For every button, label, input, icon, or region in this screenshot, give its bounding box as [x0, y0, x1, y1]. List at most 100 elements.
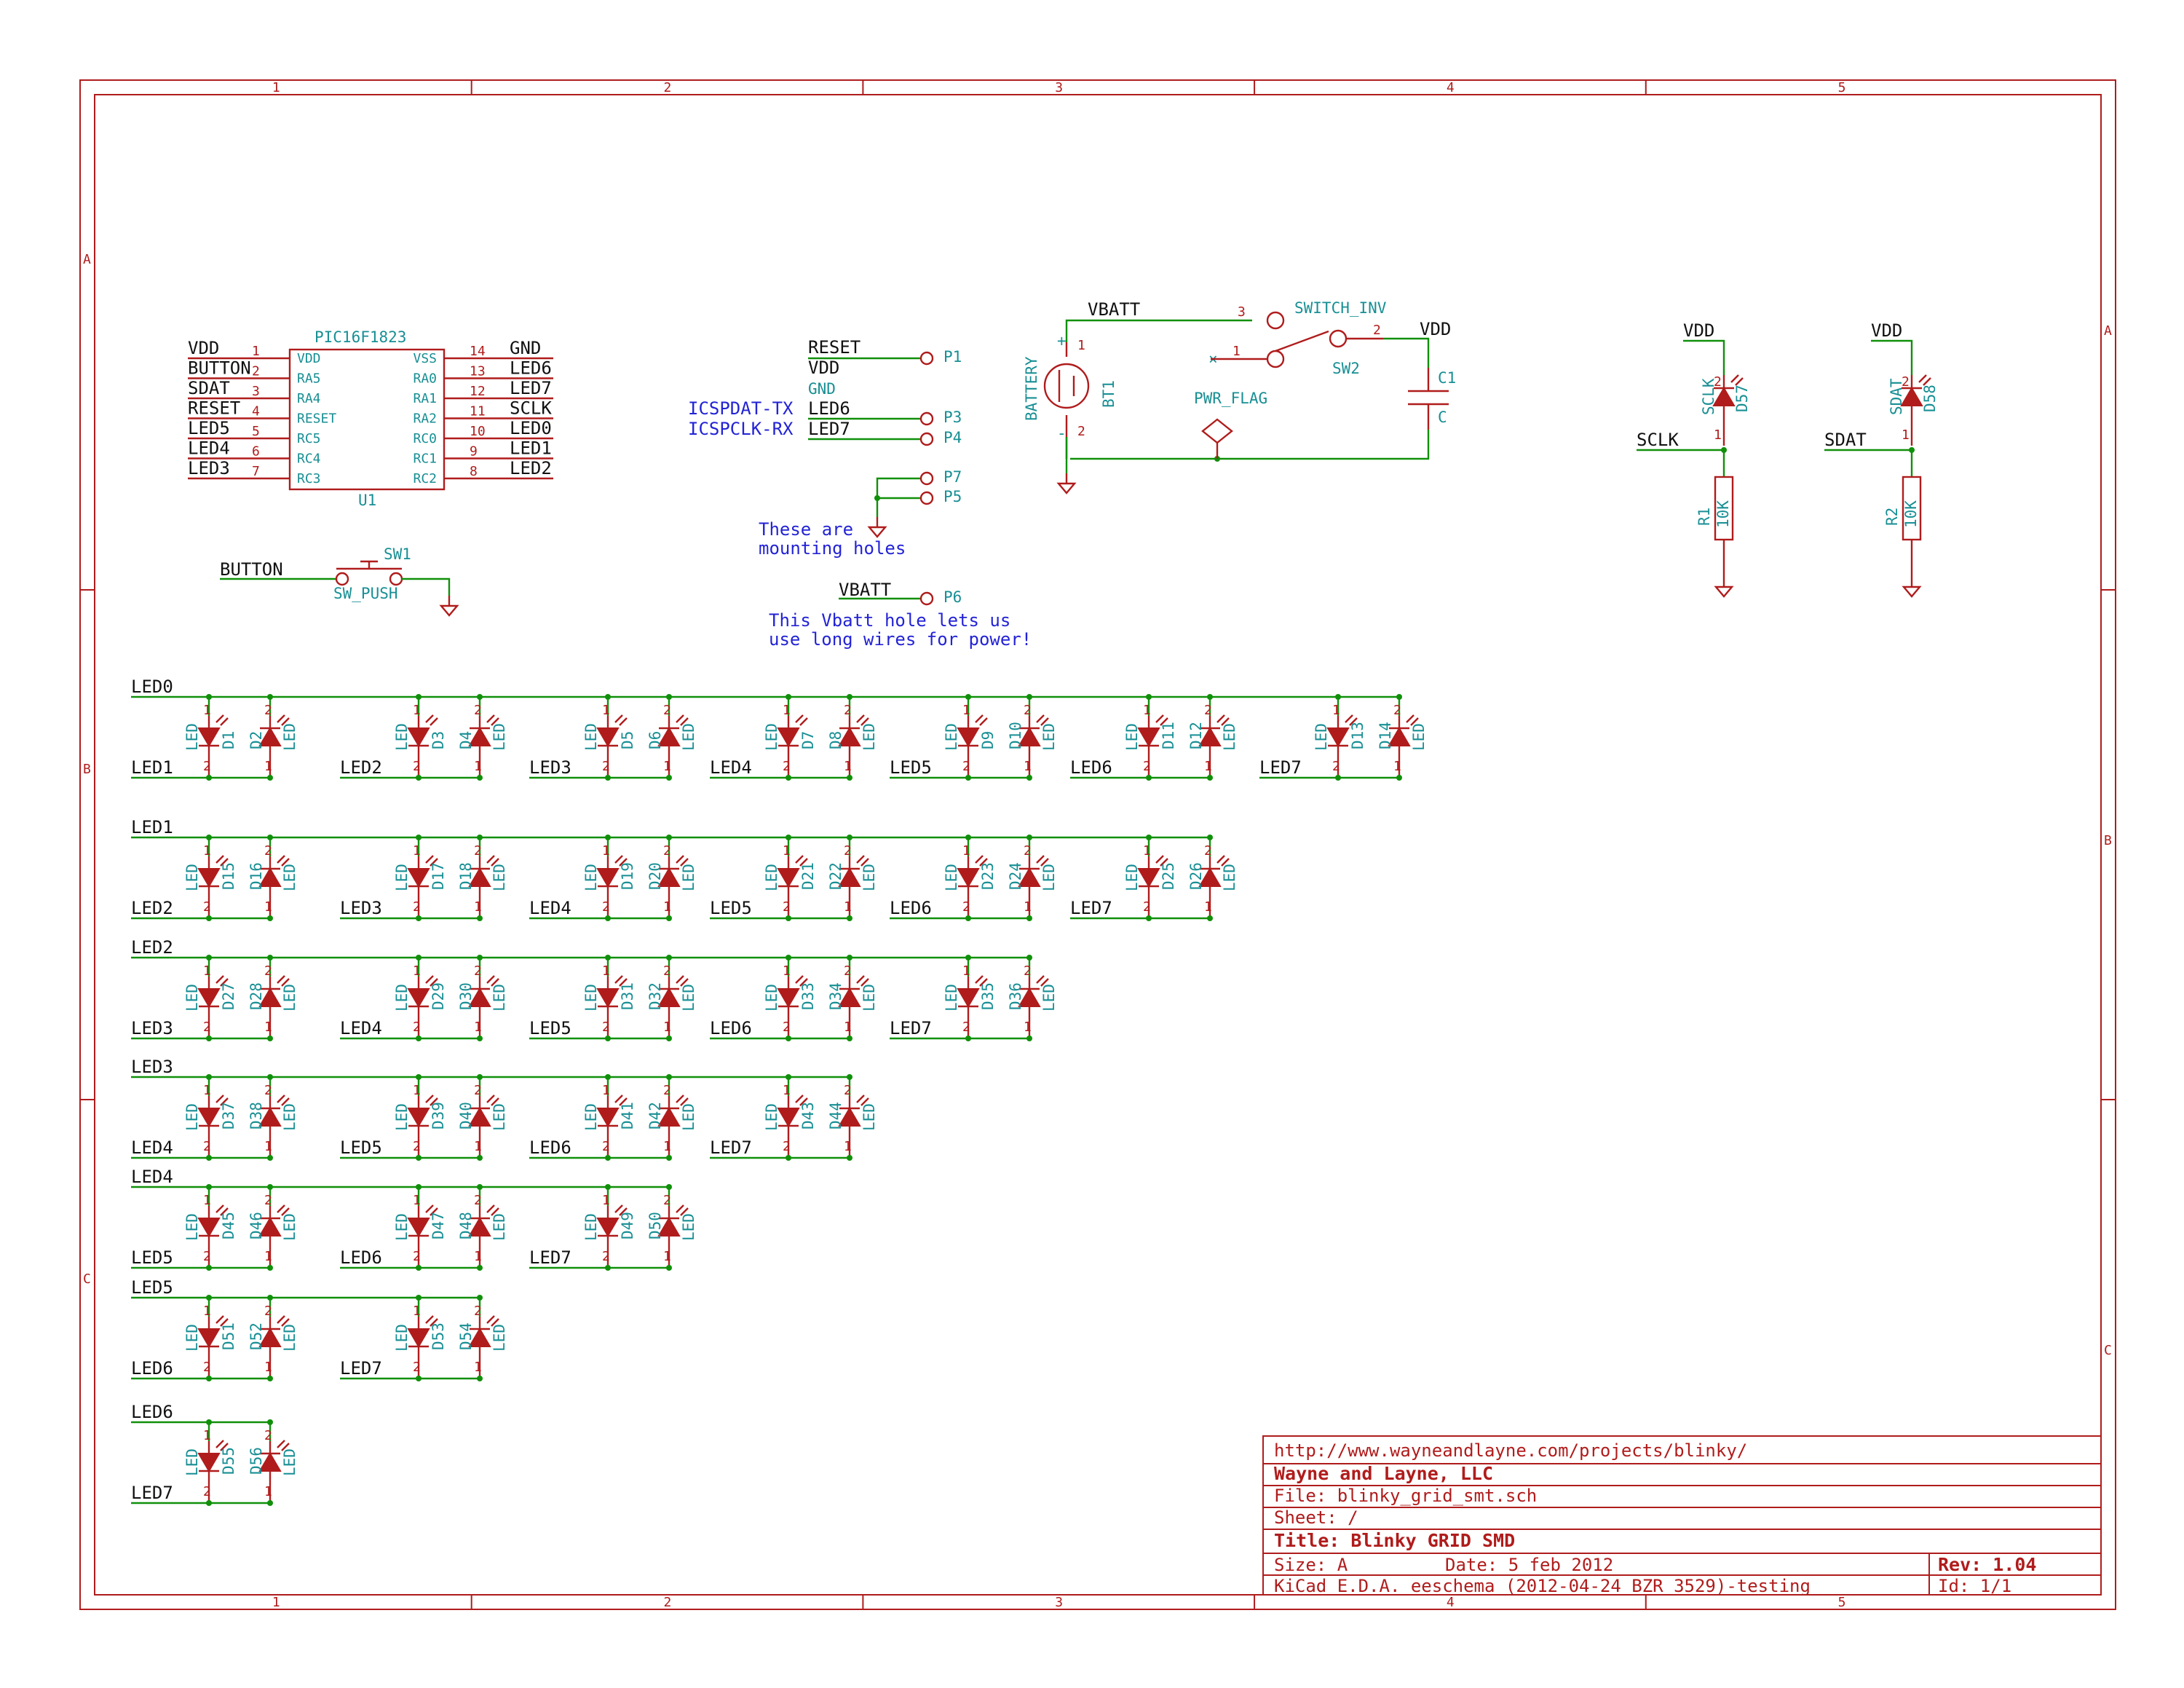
mcu-left-pin-name-3: RESET — [297, 411, 336, 427]
led-pin1-top-D23: 1 — [962, 843, 970, 859]
led-pin2-bot-D39: 2 — [413, 1139, 421, 1154]
led-value-D14: LED — [1410, 723, 1428, 751]
led-pin1-top-D53: 1 — [413, 1304, 421, 1319]
icspdat-tx-label: ICSPDAT-TX — [688, 398, 794, 419]
led-ref-D10: D10 — [1007, 722, 1024, 749]
led-bottom-net-6-0: LED7 — [131, 1483, 173, 1503]
led-ref-D15: D15 — [220, 862, 237, 890]
led-bottom-net-1-0: LED2 — [131, 898, 173, 918]
led-pin1-top-D29: 1 — [413, 963, 421, 979]
led-value-D35: LED — [943, 984, 960, 1011]
status-res-value-0: 10K — [1714, 500, 1732, 528]
mcu-right-pin-name-0: VSS — [413, 351, 437, 366]
mcu-left-pin-name-1: RA5 — [297, 371, 321, 387]
status-vdd-label-1: VDD — [1871, 320, 1902, 341]
frame-col-bottom-5: 5 — [1838, 1595, 1846, 1610]
led-value-D39: LED — [393, 1103, 411, 1131]
title-block-rev: Rev: 1.04 — [1938, 1554, 2036, 1575]
led-value-D1: LED — [183, 723, 201, 751]
p5-ref: P5 — [943, 488, 962, 505]
led-bottom-net-1-3: LED5 — [710, 898, 752, 918]
mcu-right-net-4: LED0 — [510, 418, 552, 438]
led-value-D52: LED — [281, 1324, 298, 1352]
led-value-D48: LED — [491, 1213, 508, 1241]
mcu-right-pin-name-6: RC2 — [413, 471, 437, 486]
led-pin1-top-D15: 1 — [203, 843, 211, 859]
led-ref-D27: D27 — [220, 982, 237, 1010]
frame-row-left-B: B — [83, 762, 91, 777]
mcu-left-pin-num-3: 4 — [252, 404, 260, 419]
title-block: http://www.wayneandlayne.com/projects/bl… — [1262, 1435, 2102, 1596]
bt1-pin2: 2 — [1077, 424, 1085, 439]
mcu-right-pin-num-0: 14 — [470, 344, 486, 359]
led-bottom-net-4-0: LED5 — [131, 1247, 173, 1268]
led-bottom-net-4-2: LED7 — [529, 1247, 571, 1268]
status-res-ref-1: R2 — [1883, 508, 1901, 526]
tx-net-label: LED6 — [808, 398, 850, 419]
frame-col-top-5: 5 — [1838, 80, 1846, 95]
led-row-top-net-2: LED2 — [131, 937, 173, 958]
frame-row-right-B: B — [2104, 833, 2112, 848]
mcu-left-net-4: LED5 — [188, 418, 230, 438]
led-pin1-top-D37: 1 — [203, 1083, 211, 1098]
led-bottom-net-5-0: LED6 — [131, 1358, 173, 1379]
led-ref-D2: D2 — [248, 731, 265, 749]
mcu-left-pin-num-2: 3 — [252, 384, 260, 399]
led-value-D27: LED — [183, 984, 201, 1011]
led-pin2-top-D8: 2 — [844, 703, 852, 718]
p1-ref: P1 — [943, 348, 962, 366]
led-ref-D3: D3 — [430, 731, 447, 749]
led-row-top-net-4: LED4 — [131, 1167, 173, 1187]
led-ref-D24: D24 — [1007, 862, 1024, 890]
led-ref-D32: D32 — [646, 982, 664, 1010]
vdd-out-label: VDD — [1420, 319, 1451, 339]
led-value-D2: LED — [281, 723, 298, 751]
led-ref-D51: D51 — [220, 1322, 237, 1350]
led-pin2-top-D4: 2 — [474, 703, 482, 718]
frame-row-right-A: A — [2104, 323, 2112, 339]
led-ref-D40: D40 — [457, 1102, 475, 1129]
frame-col-top-4: 4 — [1447, 80, 1455, 95]
led-pin1-bot-D44: 1 — [844, 1139, 852, 1154]
led-ref-D55: D55 — [220, 1447, 237, 1475]
mcu-left-pin-num-5: 6 — [252, 444, 260, 460]
frame-col-bottom-2: 2 — [664, 1595, 672, 1610]
led-pin2-bot-D17: 2 — [413, 899, 421, 915]
led-value-D51: LED — [183, 1324, 201, 1352]
sw2-pin2: 2 — [1373, 323, 1381, 338]
led-pin2-top-D50: 2 — [663, 1193, 671, 1208]
led-ref-D28: D28 — [248, 982, 265, 1010]
led-bottom-net-0-1: LED2 — [340, 757, 382, 778]
led-ref-D23: D23 — [979, 862, 997, 890]
led-ref-D21: D21 — [799, 862, 817, 890]
led-pin1-top-D21: 1 — [783, 843, 791, 859]
led-ref-D38: D38 — [248, 1102, 265, 1129]
led-pin2-top-D28: 2 — [264, 963, 272, 979]
led-value-D54: LED — [491, 1324, 508, 1352]
led-pin1-top-D55: 1 — [203, 1428, 211, 1443]
led-ref-D20: D20 — [646, 862, 664, 890]
rx-net-label: LED7 — [808, 419, 850, 439]
title-block-date: Date: 5 feb 2012 — [1445, 1555, 1613, 1575]
led-bottom-net-0-4: LED5 — [890, 757, 932, 778]
led-ref-D4: D4 — [457, 731, 475, 749]
led-pin1-bot-D46: 1 — [264, 1249, 272, 1264]
led-pin2-bot-D41: 2 — [602, 1139, 610, 1154]
status-led-pin2-1: 2 — [1902, 374, 1910, 390]
mcu-right-pin-name-2: RA1 — [413, 391, 437, 406]
led-ref-D54: D54 — [457, 1322, 475, 1350]
mcu-right-pin-num-5: 9 — [470, 444, 478, 460]
led-ref-D11: D11 — [1160, 722, 1177, 749]
led-pin1-top-D33: 1 — [783, 963, 791, 979]
led-ref-D33: D33 — [799, 982, 817, 1010]
